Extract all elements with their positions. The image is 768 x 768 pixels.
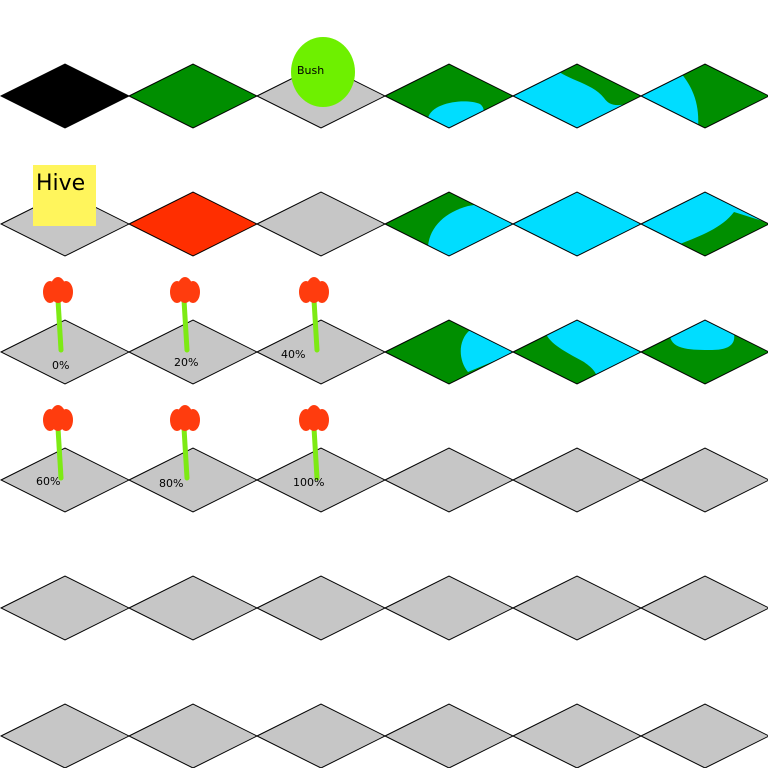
empty-tile (383, 575, 515, 641)
bush-sprite (291, 37, 355, 107)
empty-tile (383, 703, 515, 768)
grass-water-right-tile (383, 191, 515, 257)
flower-tile: 20% (127, 277, 259, 385)
flower-stem (181, 425, 190, 481)
flower-head-icon (170, 405, 200, 431)
empty-tile (511, 703, 643, 768)
flower-tile: 60% (0, 405, 131, 513)
flower-tile: 80% (127, 405, 259, 513)
grass-pond-bottom-tile (383, 63, 515, 129)
empty-tile (127, 575, 259, 641)
flower-tile: 100% (255, 405, 387, 513)
hive-label-background (33, 165, 96, 226)
flower-growth-label: 20% (174, 356, 198, 369)
hive-label: Hive (36, 171, 85, 196)
hive-tile: Hive (0, 165, 131, 257)
empty-tile (255, 703, 387, 768)
flower-head-icon (170, 277, 200, 303)
empty-tile (0, 703, 131, 768)
flower-head-icon (43, 405, 73, 431)
hive-red-tile (127, 191, 259, 257)
flower-growth-label: 0% (52, 359, 69, 372)
black-tile (0, 63, 131, 129)
flower-growth-label: 60% (36, 475, 60, 488)
flower-stem (311, 425, 320, 481)
flower-tile: 40% (255, 277, 387, 385)
flower-growth-label: 100% (293, 476, 324, 489)
flower-stem (311, 297, 320, 353)
bush-label: Bush (297, 64, 324, 77)
water-tile (511, 191, 643, 257)
empty-tile (639, 447, 768, 513)
empty-tile (255, 191, 387, 257)
flower-head-icon (299, 277, 329, 303)
flower-stem (55, 297, 64, 353)
empty-tile (255, 575, 387, 641)
water-top-grass-tile (511, 63, 643, 129)
flower-head-icon (43, 277, 73, 303)
empty-tile (639, 575, 768, 641)
empty-tile (639, 703, 768, 768)
grass-water-left-tile (639, 63, 768, 129)
grass-water-corner-tile (383, 319, 515, 385)
flower-head-icon (299, 405, 329, 431)
flower-stem (55, 425, 64, 481)
bush-tile: Bush (255, 37, 387, 129)
flower-growth-label: 80% (159, 477, 183, 490)
flower-growth-label: 40% (281, 348, 305, 361)
grass-tile (127, 63, 259, 129)
flower-tile: 0% (0, 277, 131, 385)
empty-tile (383, 447, 515, 513)
empty-tile (511, 575, 643, 641)
empty-tile (127, 703, 259, 768)
empty-tile (0, 575, 131, 641)
water-grass-bottom-tile (639, 191, 768, 257)
empty-tile (511, 447, 643, 513)
grass-water-top-tile (639, 319, 768, 385)
flower-stem (181, 297, 190, 353)
water-grass-left-tile (511, 319, 643, 385)
